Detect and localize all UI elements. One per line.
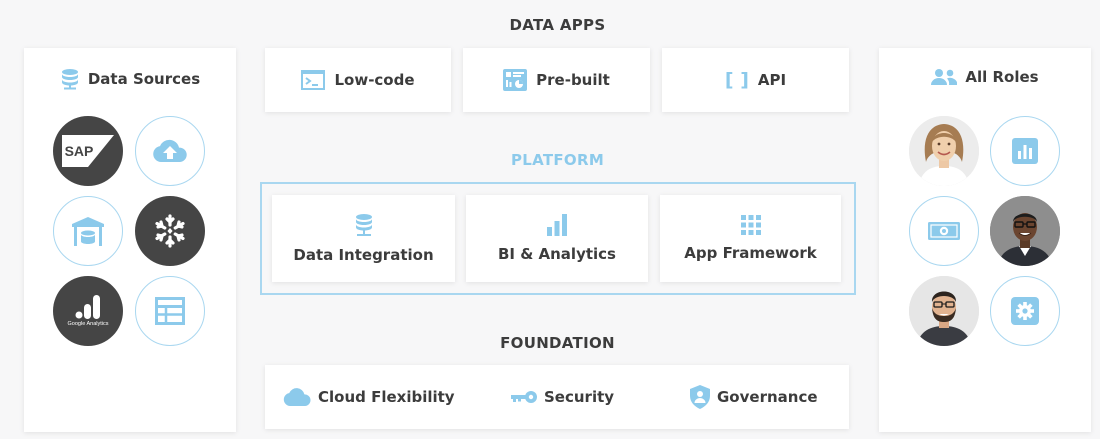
data-integration-label: Data Integration [293, 246, 434, 264]
security-item: Security [511, 365, 614, 429]
key-icon [511, 390, 537, 404]
foundation-title: FOUNDATION [500, 334, 615, 352]
money-icon [909, 196, 979, 266]
sap-logo-text: SAP [65, 143, 94, 159]
low-code-card: Low-code [265, 48, 451, 112]
google-analytics-logo: Google Analytics [53, 276, 123, 346]
foundation-card: Cloud Flexibility Security Governance [265, 365, 849, 429]
app-framework-card: App Framework [660, 195, 841, 282]
pre-built-card: Pre-built [463, 48, 650, 112]
all-roles-header: All Roles [879, 68, 1091, 86]
data-sources-header: Data Sources [24, 68, 236, 90]
spreadsheet-icon [135, 276, 205, 346]
pre-built-label: Pre-built [536, 71, 610, 89]
bar-chart-icon [990, 116, 1060, 186]
cloud-flexibility-item: Cloud Flexibility [283, 365, 455, 429]
app-framework-label: App Framework [684, 244, 817, 262]
data-apps-title: DATA APPS [509, 16, 606, 34]
all-roles-title: All Roles [965, 68, 1039, 86]
person-photo-man-glasses [990, 196, 1060, 266]
grid-icon [740, 215, 761, 235]
low-code-label: Low-code [334, 71, 415, 89]
person-photo-woman [909, 116, 979, 186]
security-label: Security [544, 388, 615, 406]
bar-chart-icon [546, 214, 568, 236]
users-icon [931, 68, 958, 86]
data-sources-panel: Data Sources SAP [24, 48, 236, 432]
cloud-icon [283, 387, 311, 407]
data-integration-card: Data Integration [272, 195, 455, 282]
bi-analytics-card: BI & Analytics [466, 195, 648, 282]
snowflake-logo [135, 196, 205, 266]
gear-icon [990, 276, 1060, 346]
cloud-upload-icon [135, 116, 205, 186]
platform-frame [260, 182, 856, 295]
brackets-icon: [ ] [724, 69, 749, 91]
platform-title: PLATFORM [510, 151, 605, 169]
api-label: API [757, 71, 787, 89]
google-analytics-label: Google Analytics [67, 321, 109, 327]
data-sources-title: Data Sources [87, 70, 201, 88]
shield-icon [690, 385, 710, 409]
bi-analytics-label: BI & Analytics [497, 245, 616, 263]
database-icon [354, 213, 374, 237]
api-card: [ ] API [662, 48, 849, 112]
data-warehouse-icon [53, 196, 123, 266]
all-roles-panel: All Roles [879, 48, 1091, 432]
person-photo-man-beard [909, 276, 979, 346]
database-icon [60, 68, 80, 90]
dashboard-icon [503, 69, 528, 91]
governance-item: Governance [690, 365, 818, 429]
sap-logo: SAP [53, 116, 123, 186]
governance-label: Governance [717, 388, 818, 406]
cloud-flexibility-label: Cloud Flexibility [318, 388, 455, 406]
terminal-icon [301, 70, 326, 90]
